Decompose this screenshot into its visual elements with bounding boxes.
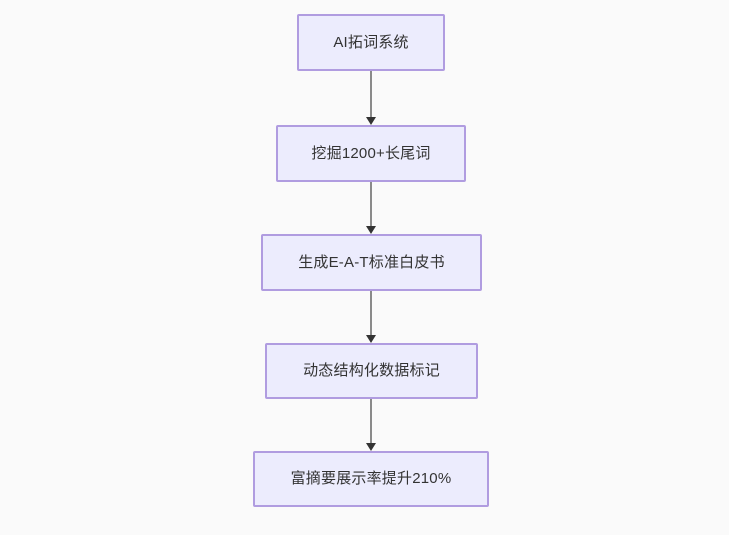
flowchart-node-ai-keyword-system[interactable]: AI拓词系统 [297,14,445,71]
flowchart-node-rich-snippet-rate-increase[interactable]: 富摘要展示率提升210% [253,451,489,507]
edge-line [370,399,372,443]
arrowhead-icon [366,117,376,125]
node-label: 动态结构化数据标记 [303,362,440,379]
node-label: 挖掘1200+长尾词 [311,144,431,162]
arrowhead-icon [366,335,376,343]
arrowhead-icon [366,443,376,451]
edge-line [370,182,372,226]
edge-line [370,71,372,117]
arrowhead-icon [366,226,376,234]
flowchart-node-mine-longtail-keywords[interactable]: 挖掘1200+长尾词 [276,125,466,182]
edge-line [370,291,372,335]
flowchart-node-generate-eat-whitepaper[interactable]: 生成E-A-T标准白皮书 [261,234,482,291]
node-label: AI拓词系统 [333,33,409,51]
node-label: 富摘要展示率提升210% [290,470,452,487]
node-label: 生成E-A-T标准白皮书 [298,253,445,271]
flowchart-node-dynamic-structured-data-markup[interactable]: 动态结构化数据标记 [265,343,478,399]
